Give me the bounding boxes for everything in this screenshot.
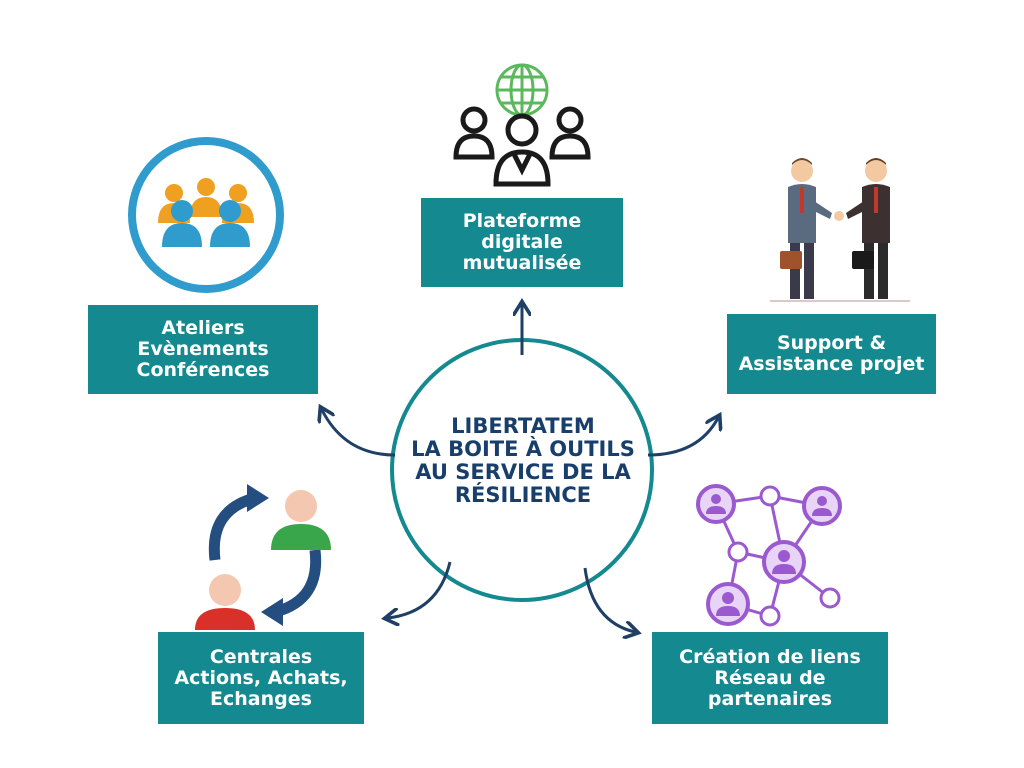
group-people-icon — [128, 137, 284, 293]
platform-line: Plateforme — [462, 210, 582, 232]
platform-box: Plateforme digitale mutualisée — [421, 198, 623, 287]
network-nodes-icon — [696, 484, 842, 627]
platform-line: mutualisée — [462, 252, 582, 274]
links-line: Réseau de — [714, 666, 826, 689]
center-line: RÉSILIENCE — [454, 483, 592, 507]
arrow-to-workshops — [322, 410, 396, 457]
centrales-line: Centrales — [209, 645, 313, 668]
center-line: AU SERVICE DE LA — [415, 460, 631, 484]
workshops-line: Evènements — [137, 338, 269, 360]
centrales-box: Centrales Actions, Achats, Echanges — [158, 632, 364, 724]
arrow-to-support — [647, 418, 718, 457]
center-title: LIBERTATEM LA BOITE À OUTILS AU SERVICE … — [395, 415, 651, 507]
workshops-line: Ateliers — [161, 317, 245, 339]
global-network-people-icon — [453, 63, 591, 187]
workshops-box: Ateliers Evènements Conférences — [88, 305, 318, 394]
centrales-line: Actions, Achats, — [174, 666, 348, 689]
handshake-businessmen-icon — [770, 158, 910, 302]
support-box: Support & Assistance projet — [727, 314, 936, 394]
support-line: Support & — [776, 332, 887, 354]
center-line: LIBERTATEM — [451, 414, 595, 438]
links-box: Création de liens Réseau de partenaires — [652, 632, 888, 724]
workshops-line: Conférences — [136, 359, 270, 381]
arrow-to-links — [583, 567, 635, 632]
centrales-line: Echanges — [210, 687, 312, 710]
platform-line: digitale — [481, 231, 563, 253]
links-line: Création de liens — [679, 645, 861, 668]
arrow-to-centrales — [388, 561, 452, 618]
center-line: LA BOITE À OUTILS — [411, 437, 635, 461]
support-line: Assistance projet — [738, 353, 925, 375]
links-line: partenaires — [707, 687, 833, 710]
exchange-people-icon — [195, 484, 331, 630]
